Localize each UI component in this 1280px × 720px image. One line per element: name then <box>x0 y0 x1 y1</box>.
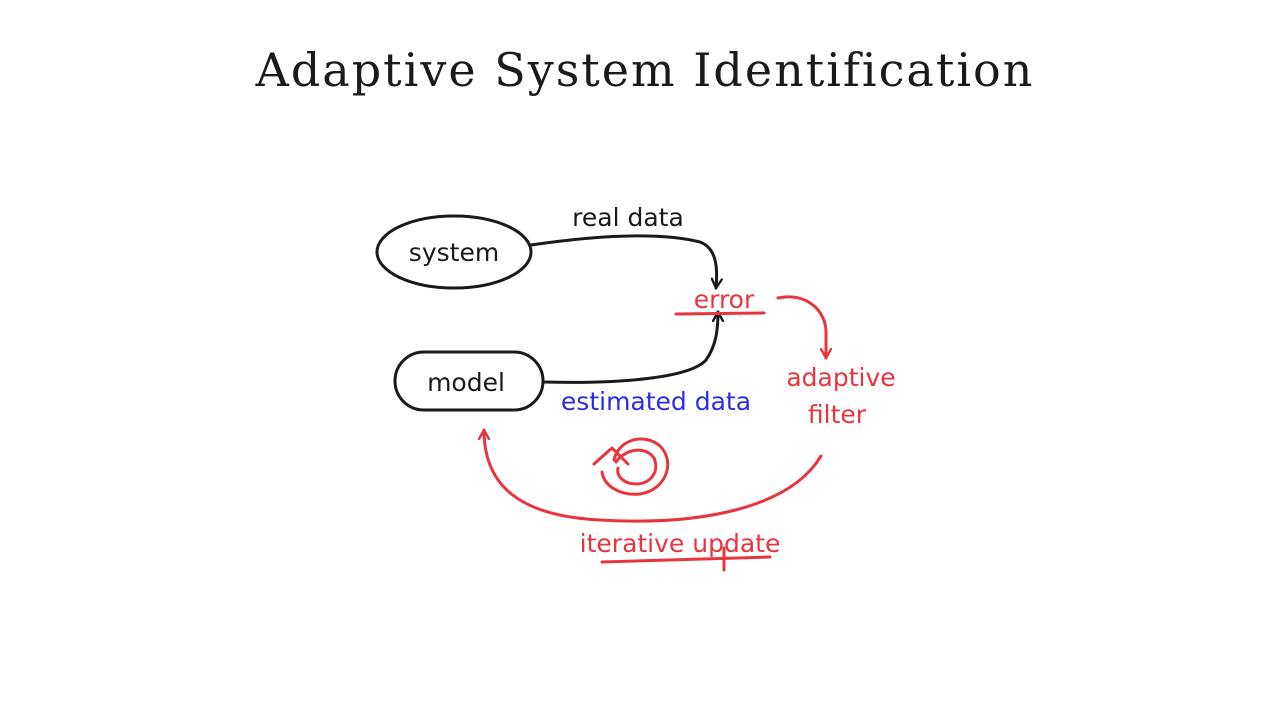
iterative-update-arrow <box>484 428 823 523</box>
system-ellipse <box>375 214 533 290</box>
system-label: system <box>409 238 499 267</box>
estimated-data-label: estimated data <box>561 387 751 416</box>
model-label: model <box>427 368 505 397</box>
diagram-title: Adaptive System Identification <box>255 43 1035 97</box>
error-label: error <box>694 285 755 314</box>
real-data-label: real data <box>572 203 684 232</box>
system-node: system <box>375 214 533 290</box>
error-to-filter-arrow <box>776 295 826 360</box>
adaptive-label: adaptive <box>786 363 895 392</box>
model-node: model <box>393 350 545 412</box>
iterative-update-label: iterative update <box>580 529 781 558</box>
real-data-arrow <box>529 234 717 290</box>
error-underline <box>674 311 766 316</box>
filter-label: filter <box>808 400 867 429</box>
estimated-data-arrow <box>542 310 718 384</box>
iterative-update-underline <box>600 555 772 564</box>
circular-arrow-icon <box>592 437 670 496</box>
